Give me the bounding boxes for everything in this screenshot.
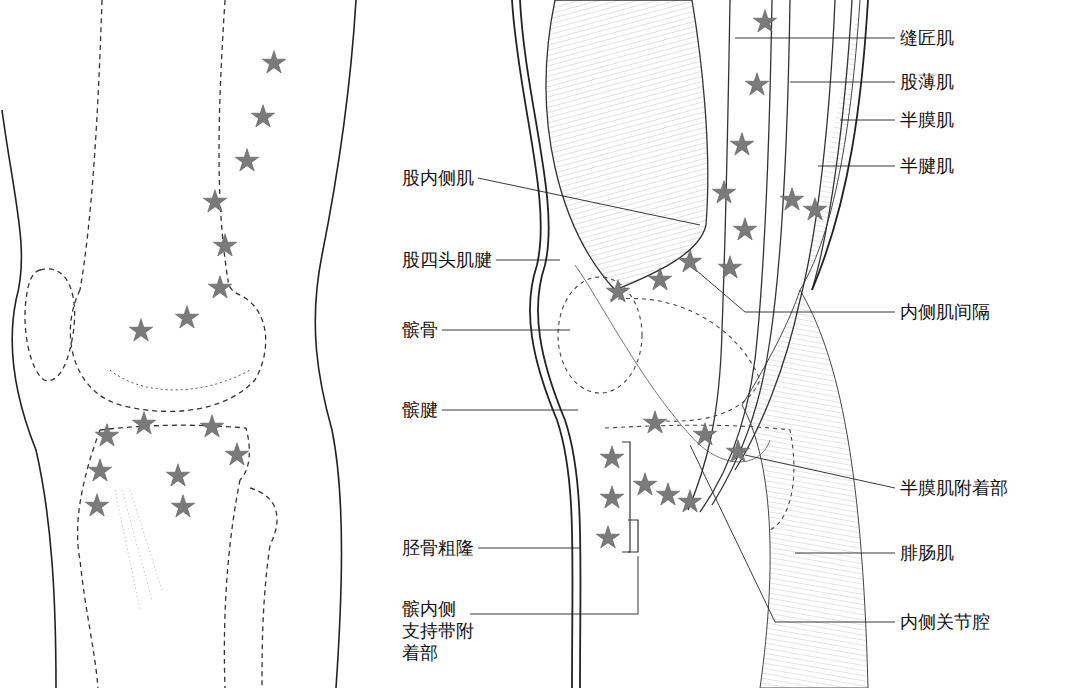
star-marker: [693, 423, 716, 445]
star-marker: [175, 306, 198, 328]
femur-condyle: [610, 298, 760, 421]
star-marker: [600, 486, 623, 508]
leader-line: [795, 553, 895, 554]
skin-line: [512, 0, 573, 688]
bone-outline: [558, 277, 794, 530]
leader-line: [818, 166, 895, 167]
star-marker: [718, 256, 741, 278]
retinaculum-line: [575, 265, 770, 462]
part-label: 缝匠肌: [900, 27, 954, 49]
star-markers: [85, 10, 826, 548]
star-marker: [203, 190, 226, 212]
star-marker: [200, 415, 223, 437]
star-marker: [262, 51, 285, 73]
part-label: 股薄肌: [900, 71, 954, 93]
part-label: 内侧关节腔: [900, 611, 990, 633]
leader-line: [496, 260, 560, 261]
part-label: 髌内侧 支持带附 着部: [402, 598, 485, 664]
leader-line: [690, 265, 895, 312]
leg-outline-right: [512, 0, 868, 688]
part-label: 胫骨粗隆: [402, 537, 474, 559]
star-marker: [633, 473, 656, 495]
femur-outline: [80, 0, 102, 290]
bone-outline: [25, 0, 277, 688]
part-label: 髌腱: [402, 399, 438, 421]
star-marker: [85, 494, 108, 516]
leg-outline-left: [2, 0, 356, 688]
star-marker: [730, 133, 753, 155]
skin-line: [812, 0, 868, 290]
star-marker: [235, 149, 258, 171]
part-label: 股四头肌腱: [402, 249, 492, 271]
star-marker: [745, 73, 768, 95]
star-marker: [656, 483, 679, 505]
star-marker: [606, 280, 629, 302]
gracilis-edge: [712, 0, 790, 505]
joint-line: [110, 370, 250, 390]
tibia-plateau: [100, 425, 249, 480]
star-marker: [753, 10, 776, 32]
sartorius-edge: [688, 0, 730, 510]
leader-line: [478, 178, 700, 225]
leader-line: [442, 410, 578, 411]
star-marker: [643, 411, 666, 433]
star-marker: [208, 276, 231, 298]
vastus-medialis-muscle: [546, 0, 708, 290]
star-marker: [678, 250, 701, 272]
star-marker: [803, 198, 826, 220]
leader-line: [735, 38, 895, 39]
star-marker: [780, 188, 803, 210]
star-marker: [129, 319, 152, 341]
star-marker: [678, 490, 701, 512]
part-label: 内侧肌间隔: [900, 301, 990, 323]
star-marker: [166, 464, 189, 486]
skin-line: [2, 110, 56, 688]
fibula-outline: [250, 488, 277, 688]
part-label: 股内侧肌: [402, 167, 474, 189]
bracket: [622, 442, 638, 552]
leader-line: [840, 120, 895, 121]
star-marker: [600, 446, 623, 468]
skin-line: [315, 0, 356, 688]
star-marker: [733, 218, 756, 240]
tendon-bands: [688, 0, 852, 512]
part-label: 半膜肌: [900, 109, 954, 131]
star-marker: [712, 181, 735, 203]
skin-line: [520, 0, 581, 688]
part-label: 半腱肌: [900, 155, 954, 177]
femur-condyle: [70, 280, 265, 411]
star-marker: [225, 443, 248, 465]
leader-line: [442, 330, 570, 331]
star-marker: [213, 234, 236, 256]
bracket: [622, 442, 630, 552]
part-label: 半膜肌附着部: [900, 477, 1008, 499]
leader-lines: [442, 38, 895, 622]
tibia-outline: [224, 480, 240, 688]
patella-outline: [558, 277, 642, 393]
bracket: [628, 520, 638, 552]
gastrocnemius-muscle: [742, 0, 868, 688]
tendon-fibres: [115, 490, 162, 610]
star-marker: [648, 268, 671, 290]
star-marker: [171, 495, 194, 517]
leader-line: [745, 455, 895, 488]
star-marker: [88, 459, 111, 481]
star-marker: [95, 424, 118, 446]
leader-line: [790, 82, 895, 83]
leader-line: [690, 445, 895, 622]
part-label: 髌骨: [402, 319, 438, 341]
semimembranosus-edge: [812, 0, 852, 290]
part-label: 腓肠肌: [900, 542, 954, 564]
star-marker: [251, 105, 274, 127]
star-marker: [596, 526, 619, 548]
patella-outline: [25, 269, 75, 381]
leader-line: [478, 548, 580, 549]
star-marker: [726, 440, 749, 462]
star-marker: [132, 412, 155, 434]
leader-line: [470, 556, 638, 614]
